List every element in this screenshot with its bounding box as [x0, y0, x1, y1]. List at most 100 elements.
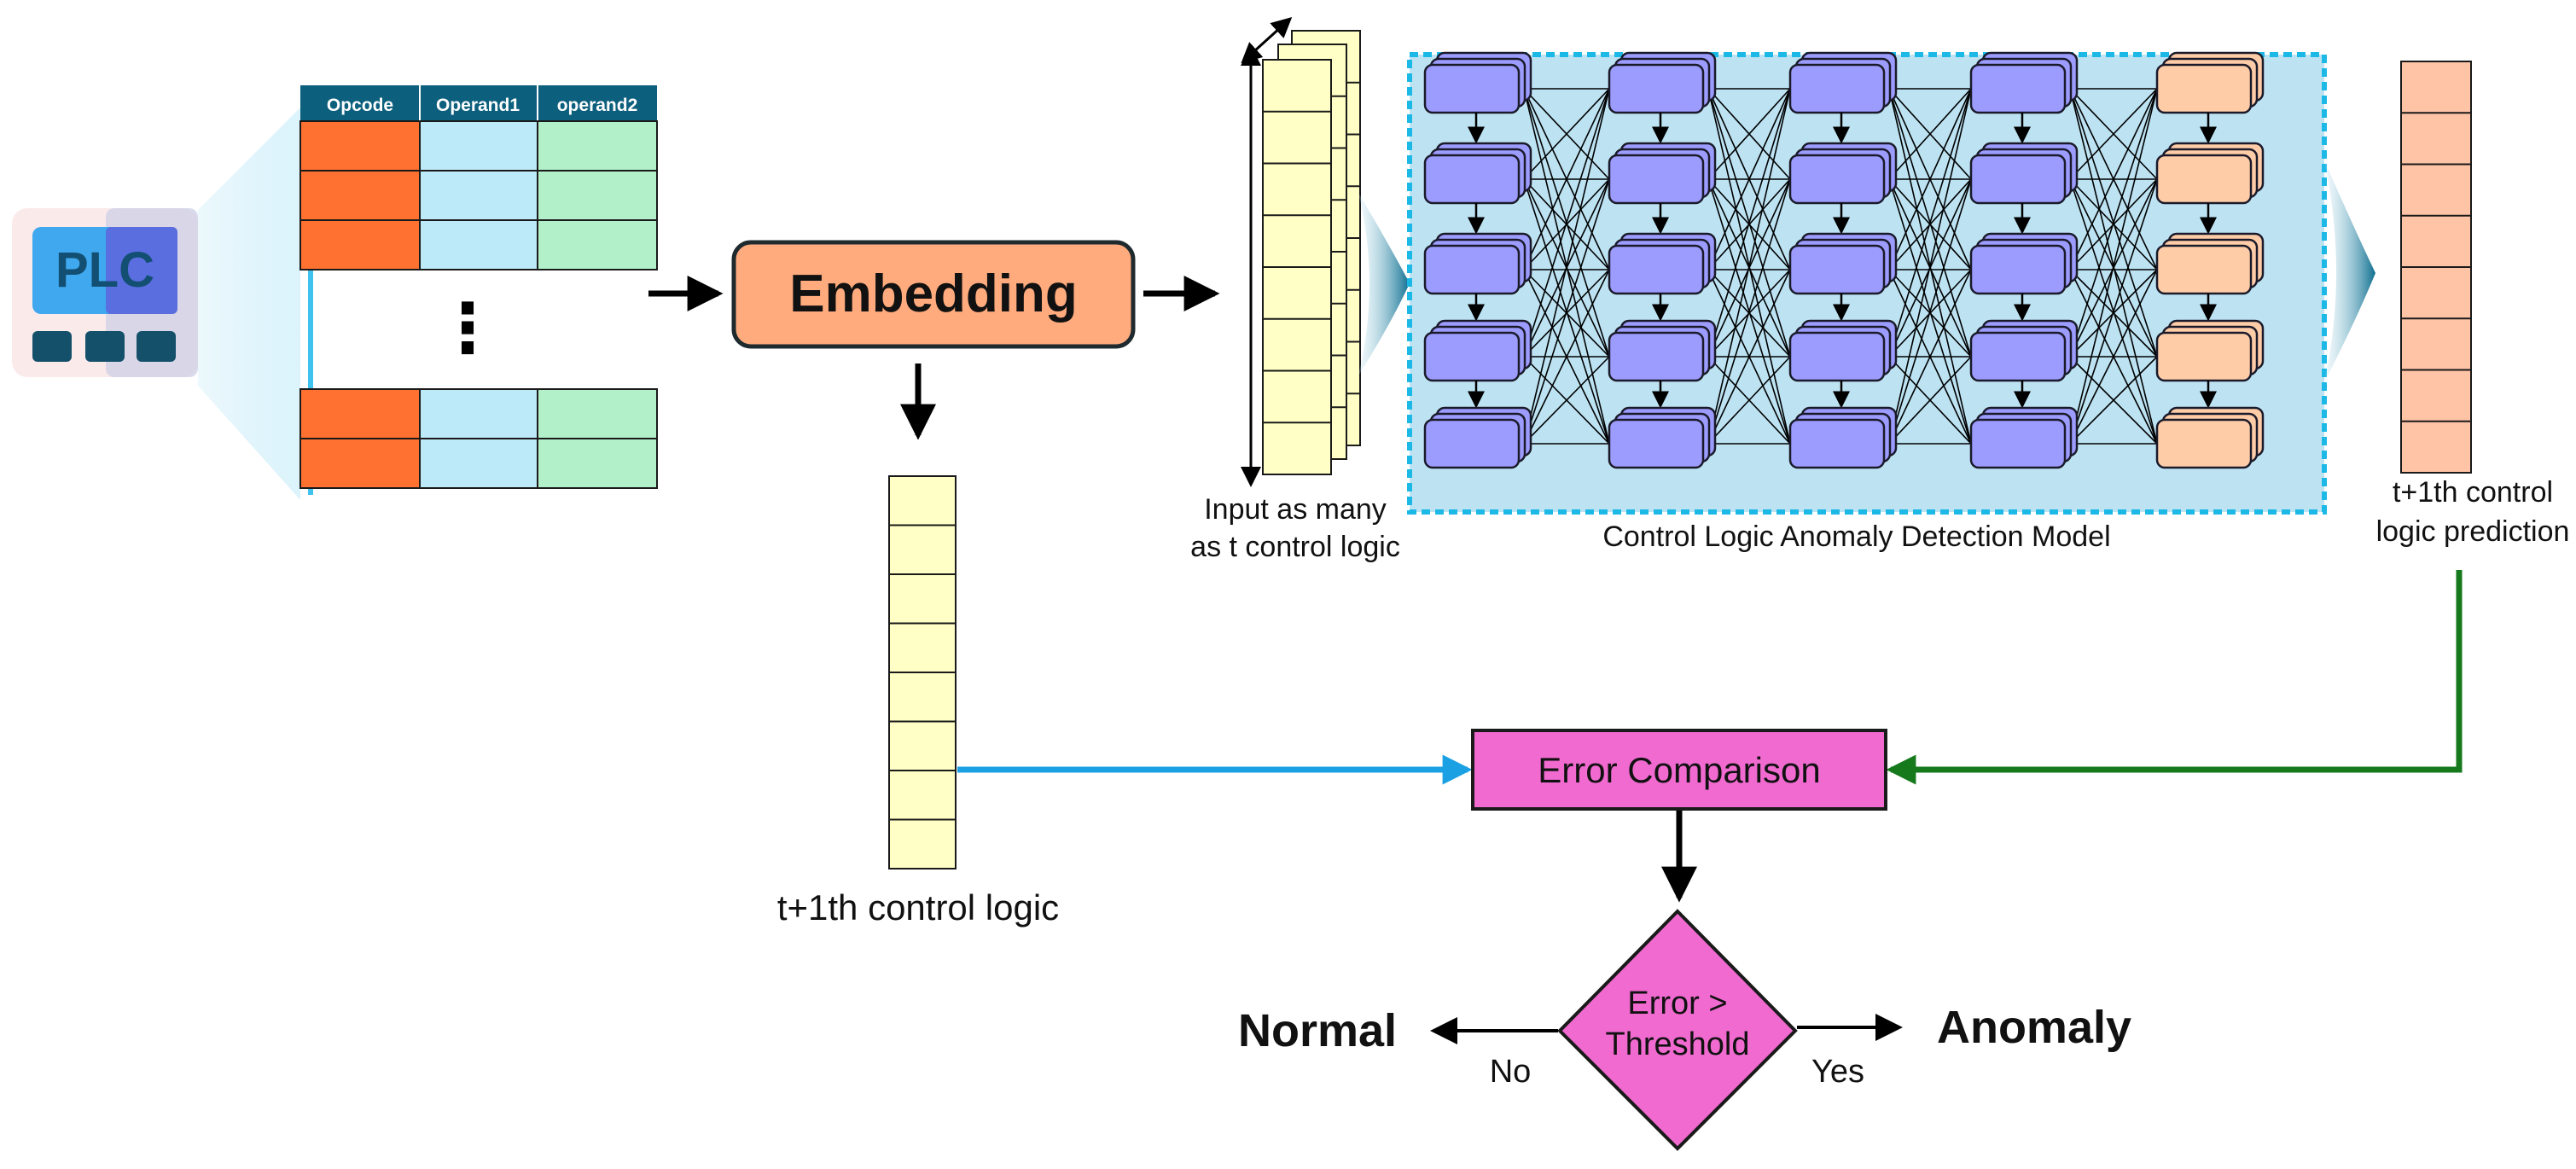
neuron-block: [1608, 244, 1705, 295]
decision-line2: Threshold: [1606, 1027, 1750, 1062]
plc-label: PLC: [55, 242, 154, 298]
neuron-block: [2155, 154, 2253, 205]
input-caption-line1: Input as many: [1204, 493, 1387, 526]
beam: [198, 108, 300, 500]
network-connection: [1888, 88, 1972, 180]
neuron-block: [1423, 63, 1521, 114]
neuron-block: [1788, 244, 1886, 295]
network-connection: [1707, 178, 1791, 445]
arrow-prediction-to-comparison: [1886, 570, 2463, 785]
embedding-label: Embedding: [789, 265, 1078, 323]
yes-label: Yes: [1811, 1054, 1864, 1090]
table-cell: [299, 438, 421, 489]
neuron-block: [1788, 63, 1886, 114]
network-connection: [1707, 88, 1791, 445]
network-connection: [2069, 356, 2158, 445]
neuron-block: [1608, 418, 1705, 469]
network-connection: [2069, 88, 2158, 270]
neuron-block: [2155, 418, 2253, 469]
table-cell: [299, 388, 421, 439]
neuron-block: [1969, 244, 2067, 295]
header-operand2: operand2: [557, 96, 638, 115]
chevron-into-model: [1358, 193, 1410, 375]
neuron-block: [2155, 63, 2253, 114]
table-ellipsis: ⋮: [433, 290, 502, 366]
normal-label: Normal: [1238, 1005, 1397, 1056]
network-connection: [1523, 269, 1610, 445]
neuron-block: [1969, 63, 2067, 114]
network-connection: [1888, 88, 1972, 358]
table-cell: [419, 170, 538, 221]
network-connection: [1888, 88, 1972, 270]
network-connection: [1707, 88, 1791, 180]
network-connection: [1707, 88, 1791, 358]
neuron-block: [2155, 331, 2253, 382]
network-connection: [1888, 269, 1972, 445]
anomaly-detection-model: Control Logic Anomaly Detection Model: [1407, 51, 2327, 553]
prediction-caption-line1: t+1th control: [2393, 476, 2553, 509]
neuron-block: [1423, 331, 1521, 382]
neuron-block: [1788, 331, 1886, 382]
table-cell: [537, 170, 658, 221]
neuron-block: [1423, 154, 1521, 205]
network-connection: [2069, 269, 2158, 445]
network-connection: [1707, 88, 1791, 270]
embedding-box: Embedding: [731, 240, 1136, 349]
neuron-block: [1608, 154, 1705, 205]
neuron-block: [1423, 418, 1521, 469]
neuron-block: [1969, 154, 2067, 205]
neuron-block: [1788, 154, 1886, 205]
network-connection: [1888, 178, 1972, 445]
chevron-out-of-model: [2324, 160, 2375, 382]
prediction-caption-line2: logic prediction: [2376, 515, 2570, 548]
network-connection: [1707, 269, 1791, 445]
table-cell: [419, 388, 538, 439]
table-cell: [537, 438, 658, 489]
model-caption: Control Logic Anomaly Detection Model: [1602, 521, 2110, 553]
neuron-block: [2155, 244, 2253, 295]
table-cell: [419, 438, 538, 489]
network-connection: [1523, 88, 1610, 358]
network-connection: [2069, 88, 2158, 180]
input-sequence: Input as many as t control logic: [1190, 16, 1400, 563]
neuron-block: [1608, 331, 1705, 382]
threshold-decision: Error > Threshold: [1557, 909, 1798, 1151]
actual-vector: t+1th control logic: [777, 475, 1059, 928]
anomaly-label: Anomaly: [1937, 1002, 2131, 1053]
network-connection: [1523, 88, 1610, 180]
network-connection: [1523, 88, 1610, 445]
table-cell: [537, 388, 658, 439]
header-operand1: Operand1: [436, 96, 520, 115]
table-cell: [537, 120, 658, 172]
decision-line1: Error >: [1627, 986, 1727, 1021]
network-connection: [1523, 356, 1610, 445]
network-connection: [2069, 178, 2158, 445]
network-connection: [1888, 88, 1972, 445]
table-cell: [299, 219, 421, 270]
network-connection: [2069, 88, 2158, 445]
table-cell: [419, 219, 538, 270]
comparison-label: Error Comparison: [1538, 750, 1820, 790]
prediction-vector: t+1th control logic prediction: [2376, 61, 2570, 548]
network-connection: [2069, 88, 2158, 358]
neuron-block: [1969, 331, 2067, 382]
network-connection: [1888, 356, 1972, 445]
neuron-block: [1788, 418, 1886, 469]
actual-caption: t+1th control logic: [777, 887, 1059, 928]
network-connection: [1523, 88, 1610, 270]
table-cell: [299, 120, 421, 172]
neuron-block: [1969, 418, 2067, 469]
table-cell: [419, 120, 538, 172]
no-label: No: [1490, 1054, 1532, 1090]
header-opcode: Opcode: [327, 96, 393, 115]
plc-icon: PLC: [12, 208, 198, 377]
table-cell: [299, 170, 421, 221]
neuron-block: [1608, 63, 1705, 114]
table-cell: [537, 219, 658, 270]
input-caption-line2: as t control logic: [1190, 531, 1400, 563]
instruction-table: Opcode Operand1 operand2 ⋮: [299, 85, 658, 489]
network-connection: [1707, 356, 1791, 445]
network-connection: [1523, 178, 1610, 445]
error-comparison-box: Error Comparison: [1471, 729, 1887, 811]
